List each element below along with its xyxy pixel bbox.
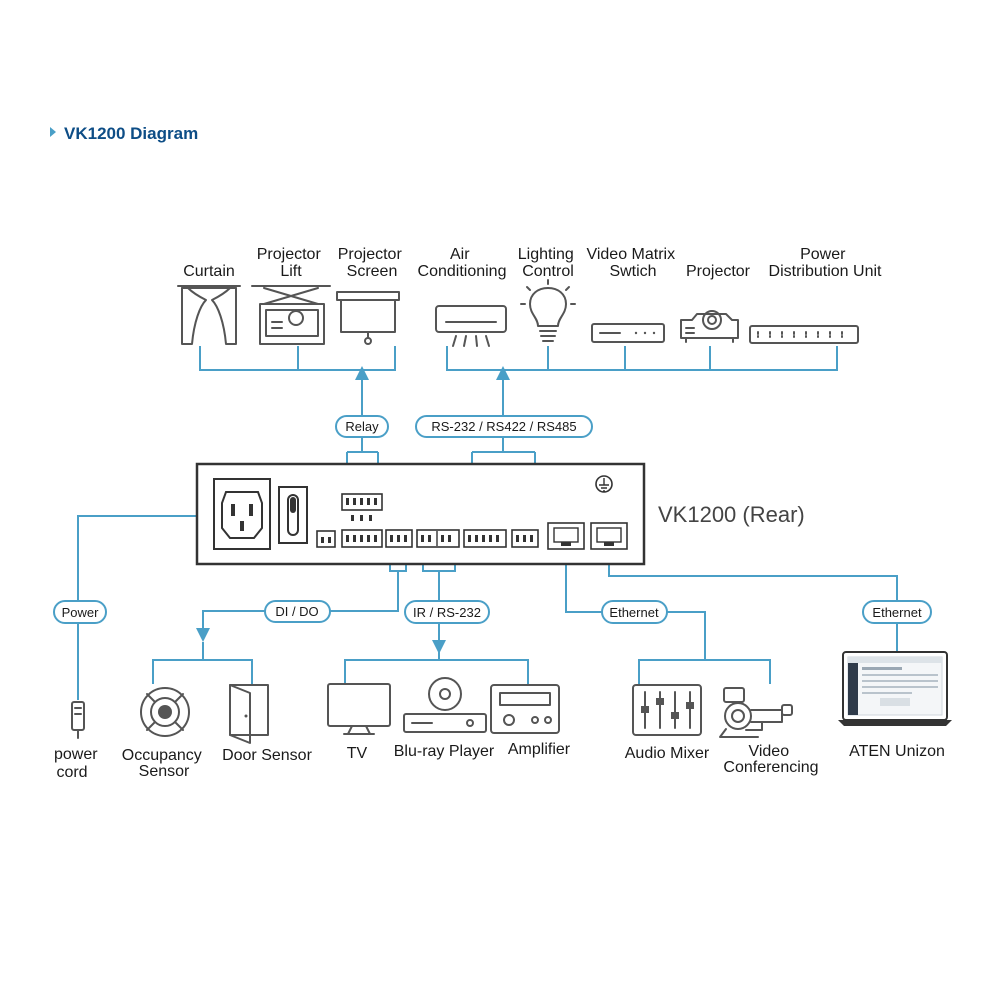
relay-pill-label: Relay [345,419,379,434]
device-label-door-sensor: Door Sensor [222,747,312,764]
dido-pill: DI / DO [264,600,331,623]
relay-connector-lines [346,437,379,494]
device-label-projector-screen: Projector Screen [338,246,406,280]
device-video-matrix: Video Matrix Swtich [586,246,679,343]
serial-connector-lines [471,437,536,532]
device-projector-screen: Projector Screen [336,246,406,345]
ir-pill-label: IR / RS-232 [413,605,481,620]
device-label-video-conferencing: Video Conferencing [723,743,818,776]
ir-arrow-icon [432,640,446,654]
video-matrix-icon [591,323,665,343]
relay-arrow-icon [355,366,369,380]
projector-icon [680,310,739,343]
device-amplifier: Amplifier [490,684,571,758]
ethernet-1-pill-label: Ethernet [609,605,659,620]
amplifier-icon [490,684,560,734]
light-bulb-icon [520,279,576,342]
heading-arrow-icon [50,127,56,137]
ethernet-1-line [565,552,771,684]
serial-terminal-block-2 [511,529,539,548]
device-label-lighting-control: Lighting Control [518,246,579,280]
audio-mixer-icon [632,684,702,736]
vk1200-rear-panel: VK1200 (Rear) [195,462,805,566]
device-tv: TV [327,683,391,762]
dido-pill-label: DI / DO [275,604,318,619]
door-icon [229,684,269,744]
projector-lift-icon [251,285,331,345]
air-conditioner-icon [435,305,507,347]
device-label-amplifier: Amplifier [508,741,571,758]
dido-bus-line [152,642,253,684]
device-pdu: Power Distribution Unit [749,246,882,344]
ethernet-1-pill: Ethernet [601,600,668,624]
device-label-video-matrix: Video Matrix Swtich [586,246,679,280]
device-label-audio-mixer: Audio Mixer [625,745,710,762]
device-audio-mixer: Audio Mixer [625,684,710,762]
power-pill-label: Power [62,605,100,620]
blu-ray-icon [403,677,487,733]
relay-pill: Relay [335,415,389,438]
ground-screw-icon [595,475,613,493]
device-blu-ray-player: Blu-ray Player [394,677,495,760]
curtain-icon [177,285,241,345]
projector-screen-icon [336,291,400,345]
dido-terminal-block [385,529,413,548]
diagram-heading: VK1200 Diagram [50,124,198,143]
serial-branch-lines [547,346,711,370]
serial-terminal-block [463,529,507,548]
ethernet-port-1-icon [547,522,585,550]
device-curtain: Curtain [177,263,241,345]
ir-terminal-block [416,529,460,548]
device-door-sensor: Door Sensor [222,684,313,764]
device-label-power-cord: power cord [54,746,102,781]
device-label-aten-unizon: ATEN Unizon [849,743,945,760]
device-label-air-conditioning: Air Conditioning [418,246,507,280]
device-video-conferencing: Video Conferencing [719,687,819,776]
power-strip-icon [749,325,859,344]
device-label-pdu: Power Distribution Unit [769,246,882,280]
terminal-block-1 [316,530,336,548]
device-aten-unizon: ATEN Unizon [838,651,952,760]
device-power-cord: power cord [54,701,102,781]
device-label-curtain: Curtain [183,263,235,280]
diagram-title: VK1200 Diagram [64,124,198,143]
device-occupancy-sensor: Occupancy Sensor [122,687,207,780]
power-plug-icon [71,701,85,739]
connection-arrows [196,366,510,654]
serial-pill: RS-232 / RS422 / RS485 [415,415,593,438]
serial-arrow-icon [496,366,510,380]
power-pill: Power [53,600,107,624]
ir-pill: IR / RS-232 [404,600,490,624]
serial-pill-label: RS-232 / RS422 / RS485 [431,419,576,434]
device-label-projector-lift: Projector Lift [257,246,325,280]
ethernet-2-pill: Ethernet [862,600,932,624]
power-inlet-icon [213,478,271,550]
device-label-occupancy-sensor: Occupancy Sensor [122,747,207,780]
ethernet-2-pill-label: Ethernet [872,605,922,620]
device-air-conditioning: Air Conditioning [418,246,507,347]
camera-icon [719,687,793,738]
ir-bus-line [344,652,529,684]
ethernet-port-2-icon [590,522,628,550]
tv-icon [327,683,391,735]
device-projector-lift: Projector Lift [251,246,331,345]
dido-arrow-icon [196,628,210,642]
device-lighting-control: Lighting Control [518,246,579,342]
device-label-projector: Projector [686,263,751,280]
device-label-tv: TV [347,745,368,762]
relay-terminal-block [341,493,383,548]
monitor-icon [838,651,952,726]
occupancy-sensor-icon [140,687,190,737]
device-label: VK1200 (Rear) [658,502,805,527]
device-projector: Projector [680,263,751,343]
serial-bus-line [446,346,838,371]
device-label-blu-ray-player: Blu-ray Player [394,743,495,760]
power-switch-icon [278,486,308,544]
